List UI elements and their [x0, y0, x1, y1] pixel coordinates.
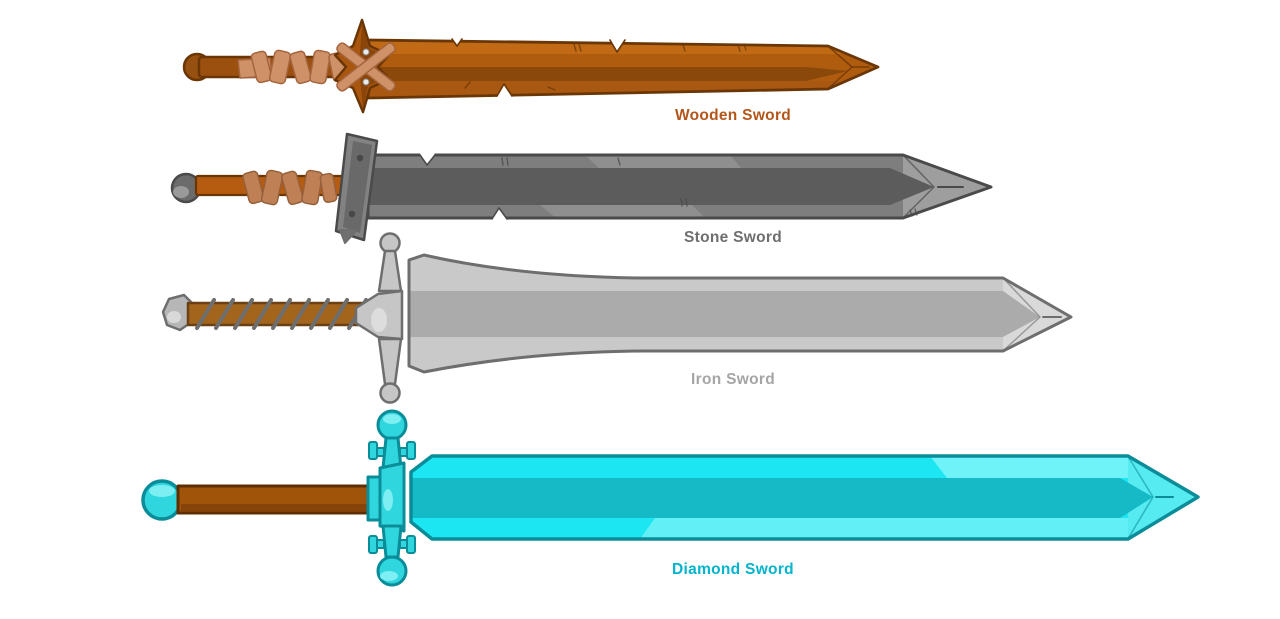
diamond-guard-knob: [368, 441, 378, 460]
iron-guard: [354, 232, 404, 404]
iron-guard-bottom-ball: [379, 382, 401, 404]
iron-guard-upper-neck: [377, 249, 403, 293]
iron-guard-top-ball: [379, 232, 401, 254]
wooden-blade: [366, 37, 880, 100]
diamond-guard-side-plate: [366, 475, 382, 522]
diamond-pommel-highlight: [149, 485, 175, 497]
wooden-sword: Wooden Sword: [182, 18, 880, 124]
wooden-blade-scratches: [464, 43, 747, 91]
stone-blade-scratches: [501, 157, 918, 217]
diamond-guard-knob: [399, 539, 408, 549]
iron-guard-highlight: [371, 308, 387, 332]
iron-sword: Iron Sword: [161, 229, 1073, 404]
iron-pommel-highlight: [167, 311, 181, 323]
wooden-sword-label: Wooden Sword: [675, 107, 791, 124]
wooden-guard-strap: [336, 42, 396, 92]
diamond-guard-bottom-ball-highlight: [380, 571, 398, 581]
stone-blade-notches: [419, 152, 508, 221]
diamond-guard-knob: [376, 447, 385, 457]
diamond-blade: [409, 454, 1200, 541]
diamond-guard-bottom-ball: [376, 555, 408, 587]
stone-pommel-highlight: [173, 186, 189, 198]
iron-handle-wire: [195, 298, 368, 330]
stone-sword: Stone Sword: [170, 132, 993, 246]
diamond-guard-knob: [399, 447, 408, 457]
wooden-blade-notches: [451, 37, 626, 99]
diamond-guard-knob: [376, 539, 385, 549]
iron-shard: [339, 229, 358, 244]
stone-sword-label: Stone Sword: [684, 229, 782, 246]
diamond-guard-knob: [406, 535, 416, 554]
iron-blade: [407, 253, 1073, 374]
diamond-sword: Diamond Sword: [141, 409, 1200, 587]
iron-sword-label: Iron Sword: [691, 371, 775, 388]
stone-handle-wrap: [242, 169, 338, 206]
diamond-guard-knob: [368, 535, 378, 554]
iron-guard-lower-neck: [377, 337, 403, 386]
diamond-guard-lower-neck: [381, 524, 403, 559]
diamond-guard-socket-highlight: [383, 489, 393, 511]
diamond-sword-label: Diamond Sword: [672, 561, 794, 578]
diamond-guard-top-ball-highlight: [383, 414, 401, 424]
diamond-handle-shadow: [181, 504, 375, 511]
stone-blade: [366, 152, 993, 221]
wooden-handle-wrap: [237, 49, 348, 85]
diamond-guard: [366, 409, 416, 587]
stone-guard: [334, 132, 379, 242]
diamond-guard-knob: [406, 441, 416, 460]
wooden-strap-studs: [362, 48, 370, 86]
